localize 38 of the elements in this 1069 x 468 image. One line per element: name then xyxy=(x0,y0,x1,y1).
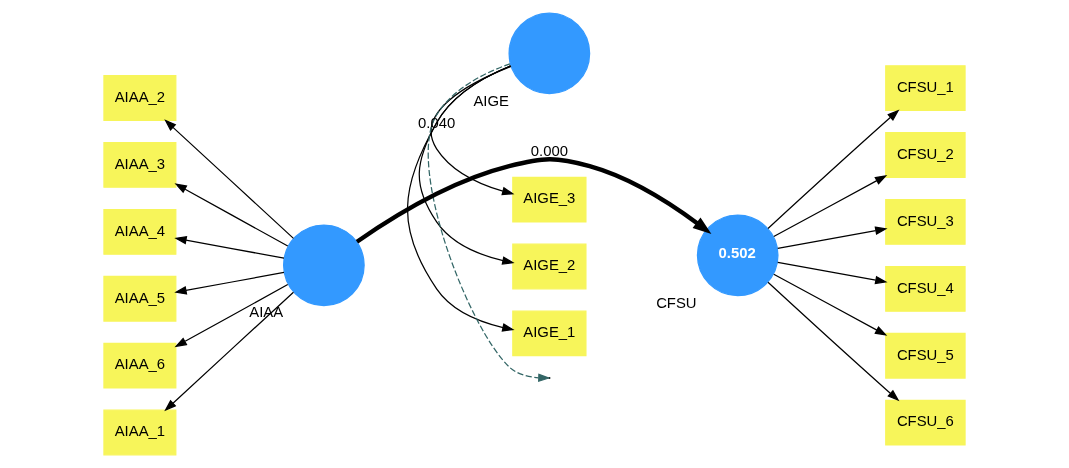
arrow xyxy=(406,65,515,332)
node-box: CFSU_3 xyxy=(885,199,966,245)
arrow xyxy=(418,65,515,265)
node-label: AIGE xyxy=(473,92,509,109)
node-circle xyxy=(283,224,365,307)
node-box: CFSU_2 xyxy=(885,132,966,178)
node-box: AIAA_2 xyxy=(103,75,177,121)
node-box: CFSU_5 xyxy=(885,332,966,379)
arrow xyxy=(164,291,295,412)
node-box: AIAA_6 xyxy=(103,342,177,389)
node-box: AIGE_3 xyxy=(512,176,587,223)
node-box: AIGE_1 xyxy=(512,310,587,357)
arrow xyxy=(767,109,900,230)
node-box: AIAA_5 xyxy=(103,275,177,322)
node-box: CFSU_4 xyxy=(885,265,966,312)
node-box: AIAA_3 xyxy=(103,142,177,188)
node-label: CFSU xyxy=(656,294,697,311)
arrow xyxy=(777,226,888,249)
arrow xyxy=(164,119,295,239)
node-box: AIAA_1 xyxy=(103,409,177,456)
arrow xyxy=(174,283,289,348)
node-circle xyxy=(508,12,591,95)
arrow xyxy=(430,65,515,196)
node-box: CFSU_1 xyxy=(885,65,966,112)
arrow xyxy=(773,273,888,336)
arrow xyxy=(174,183,289,247)
node-box: CFSU_6 xyxy=(885,399,966,446)
arrow xyxy=(777,261,888,285)
node-box: AIGE_2 xyxy=(512,243,587,290)
arrow xyxy=(427,63,551,383)
arrow xyxy=(767,281,900,402)
arrow xyxy=(773,175,888,238)
arrow xyxy=(355,157,712,244)
node-box: AIAA_4 xyxy=(103,208,177,255)
arrow xyxy=(174,271,285,295)
node-circle: 0.502 xyxy=(696,214,779,297)
arrow xyxy=(174,235,285,259)
edge-label: 0.000 xyxy=(530,142,568,159)
